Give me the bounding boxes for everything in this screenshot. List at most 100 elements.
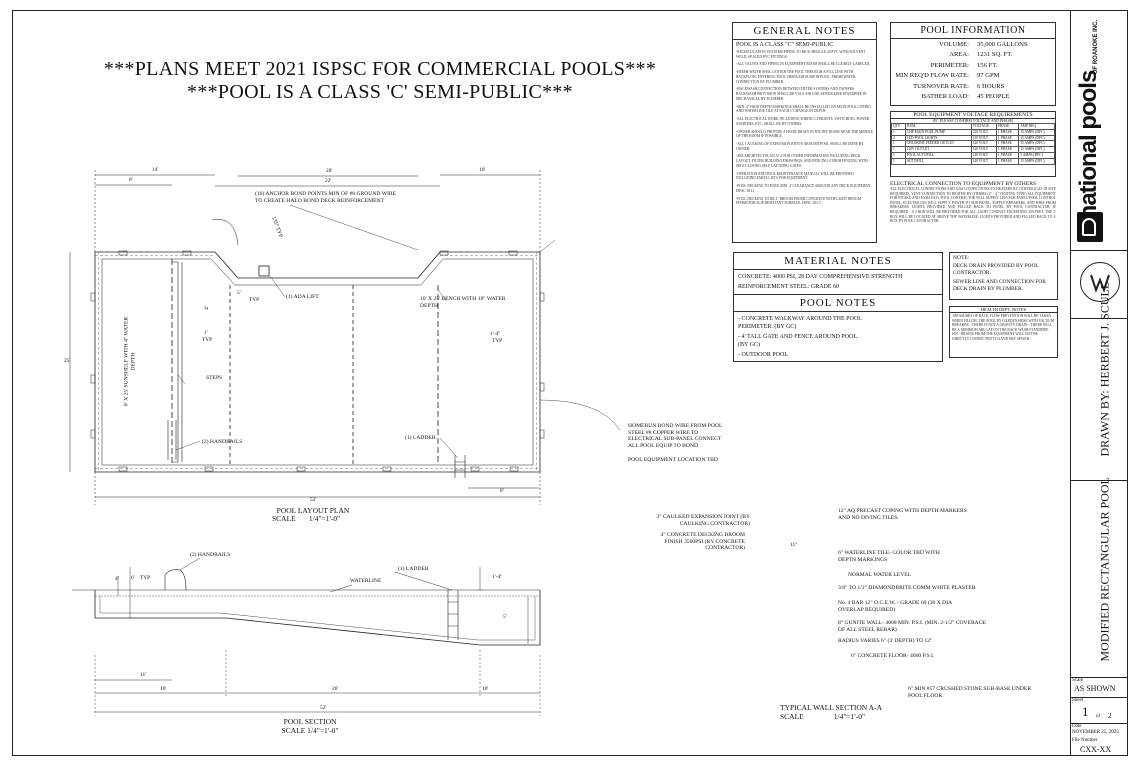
floor-label: 6" CONCRETE FLOOR- 4000 P.S.I. xyxy=(851,653,935,659)
voltage-cell: 15 AMPS (DFC) xyxy=(1018,146,1055,153)
dim-52: 52' xyxy=(310,497,317,503)
sec-dim-5: 5' xyxy=(503,614,507,620)
note-line-1: DECK DRAIN PROVIDED BY POOL CONTRACTOR. xyxy=(953,263,1039,276)
voltage-header-cell: PHASE xyxy=(995,123,1020,130)
pool-info-key: TURNOVER RATE: xyxy=(913,82,969,90)
voltage-cell: 1 PHASE xyxy=(995,157,1020,165)
sheet-of: of xyxy=(1096,714,1101,719)
drawing-sheet xyxy=(12,10,1128,756)
pool-notes-body: - CONCRETE WALKWAY AROUND THE POOL PERIM… xyxy=(734,312,942,362)
tb-divider-4 xyxy=(1070,677,1128,678)
dim-1: 1' xyxy=(204,330,208,336)
voltage-cell: 1 PHASE xyxy=(995,146,1020,153)
waterline-label: WATERLINE xyxy=(350,578,382,584)
general-note-item: -FRESH WATER SHALL ENTER THE POOL THROUG… xyxy=(736,70,856,84)
general-note-item: -SEE ARCHITECT PLAN A1.0 FOR OTHER INFOR… xyxy=(736,154,868,168)
pool-info-key: MIN REQ'D FLOW RATE: xyxy=(895,72,969,80)
pool-info-title: POOL INFORMATION xyxy=(891,23,1055,39)
dim-1-4: 1'-4" xyxy=(490,331,501,337)
coping-label: 12" AQ PRECAST COPING WITH DEPTH MARKERS… xyxy=(838,508,967,521)
dim-typ-a: TYP xyxy=(249,297,260,303)
banner-line-2: ***POOL IS A CLASS 'C' SEMI-PUBLIC*** xyxy=(187,81,573,103)
material-notes-title: MATERIAL NOTES xyxy=(734,253,942,270)
general-note-item: -OWNER SHOULD PROVIDE A HOOK DRAIN IN PO… xyxy=(736,129,873,139)
scale-label: Scale xyxy=(1072,678,1083,683)
general-notes-subtitle: POOL IS A CLASS "C" SEMI-PUBLIC xyxy=(736,42,834,48)
section-title: POOL SECTION xyxy=(283,717,337,726)
homerun-label: HOMERUN BOND WIRE FROM POOL STEEL #8 COP… xyxy=(628,423,723,449)
dim-4: 4' xyxy=(203,306,210,310)
voltage-cell: 15 AMPS (DFC) xyxy=(1018,157,1055,165)
material-line-1: CONCRETE: 4000 PSI, 28 DAY COMPREHENSIVE… xyxy=(738,274,903,280)
tb-divider-3 xyxy=(1070,480,1128,481)
monogram-icon xyxy=(1080,262,1120,302)
sec-dim-1-4: 1'-4" xyxy=(492,574,503,580)
ladder-label: (1) LADDER xyxy=(405,435,436,441)
pool-notes-title: POOL NOTES xyxy=(734,295,942,312)
dim-typ-b: TYP xyxy=(202,337,213,343)
dim-typ-5: 5' xyxy=(237,290,241,296)
sec-dim-11: 11' xyxy=(140,672,147,678)
title-block xyxy=(1070,10,1128,756)
water-level-label: NORMAL WATER LEVEL xyxy=(848,572,912,578)
general-note-item: -MIN. 4" HIGH DEPTH MARKINGS SHALL BE IN… xyxy=(736,104,871,114)
health-note-text: -MEASURES OF BACK FLOW PREVENTION WILL B… xyxy=(952,314,1055,341)
general-note-item: -BACKWASH CONNECTION BETWEEN FILTER SYST… xyxy=(736,87,867,101)
pool-info-row: TURNOVER RATE: 6 HOURS xyxy=(891,82,1055,92)
sec-dim-16: 16' xyxy=(160,686,167,692)
pool-info-key: PERIMETER: xyxy=(930,61,969,69)
section-handrails-label: (2) HANDRAILS xyxy=(190,552,231,558)
file-value: CXX-XX xyxy=(1080,745,1112,754)
pool-section-profile xyxy=(94,590,541,646)
pool-info-value: 6 HOURS xyxy=(977,82,1005,90)
voltage-subtitle: (EC PLEASE CONFIRM VOLTAGE AND PHASE) xyxy=(932,119,1014,123)
plaster-label: 3/8" TO 1/2" DIAMONDBRITE COMM WHITE PLA… xyxy=(838,585,976,591)
pool-info-value: 156 FT. xyxy=(977,61,998,69)
note-title: NOTE: xyxy=(953,255,970,261)
voltage-cell: 15 AMPS (DFC) xyxy=(1018,128,1055,136)
voltage-cell: 1 xyxy=(891,157,906,165)
general-notes-title: GENERAL NOTES xyxy=(733,23,876,40)
banner-line-1: ***PLANS MEET 2021 ISPSC FOR COMMERCIAL … xyxy=(103,58,657,80)
voltage-cell: 1 PHASE xyxy=(995,128,1020,136)
sec-dim-6: 6' xyxy=(131,575,135,581)
tb-divider-6 xyxy=(1070,723,1128,724)
rebar-label: No. 4 BAR 12" O.C.E.W. - GRADE 60 (30 X … xyxy=(838,600,952,613)
voltage-cell: 5 AMPS (DFC) xyxy=(1018,152,1055,159)
dim-10: 10' xyxy=(479,167,486,173)
steps-label: STEPS xyxy=(206,375,223,381)
expansion-label: 3" CAULKED EXPANSION JOINT (BY CAULKING … xyxy=(656,514,750,527)
dim-14: 14' xyxy=(152,167,159,173)
anchor-bond-points xyxy=(90,250,545,472)
wall-dim-11: 11" xyxy=(790,542,798,548)
pool-note-2: - 4' TALL GATE AND FENCE AROUND POOL. (B… xyxy=(738,334,859,348)
pool-info-row: MIN REQ'D FLOW RATE:97 GPM xyxy=(891,71,1055,81)
elec-text: ALL ELECTRICAL CONNECTIONS AND GAS CONNE… xyxy=(890,187,1056,224)
handrails-label: (2) HANDRAILS xyxy=(202,439,243,445)
np-logo-icon xyxy=(1077,212,1103,242)
elec-block: ELECTRICAL CONNECTION TO EQUIPMENT BY OT… xyxy=(890,181,1056,224)
note-box: NOTE: DECK DRAIN PROVIDED BY POOL CONTRA… xyxy=(949,252,1058,300)
note-line-2: SEWER LINE AND CONNECTION FOR DECK DRAIN… xyxy=(953,279,1046,292)
pool-note-1: - CONCRETE WALKWAY AROUND THE POOL PERIM… xyxy=(738,316,862,330)
dim-22: 22' xyxy=(325,178,332,184)
voltage-cell: 15 AMPS (DFC) xyxy=(1018,134,1055,142)
health-note-title: HEALTH DEPT. NOTES xyxy=(950,307,1057,313)
dim-28: 28' xyxy=(326,168,333,174)
ada-lift-label: (1) ADA LIFT xyxy=(286,294,319,300)
voltage-cell: 1 PHASE xyxy=(995,152,1020,159)
pool-info-key: VOLUME: xyxy=(938,41,969,48)
pool-info-row: VOLUME:35,000 GALLONS xyxy=(891,40,1055,50)
radius-label: RADIUS VARIES 6" (3' DEPTH) TO 12" xyxy=(838,638,933,644)
scale-value: AS SHOWN xyxy=(1074,684,1116,693)
bench-label: 10' X 25' BENCH WITH 18" WATER DEPTH xyxy=(420,296,506,309)
date-label: Date xyxy=(1072,724,1082,729)
decking-label: 4" CONCRETE DECKING BROOM FINISH 3500PSI… xyxy=(660,532,745,551)
pool-info-key: BATHER LOAD: xyxy=(921,93,969,101)
